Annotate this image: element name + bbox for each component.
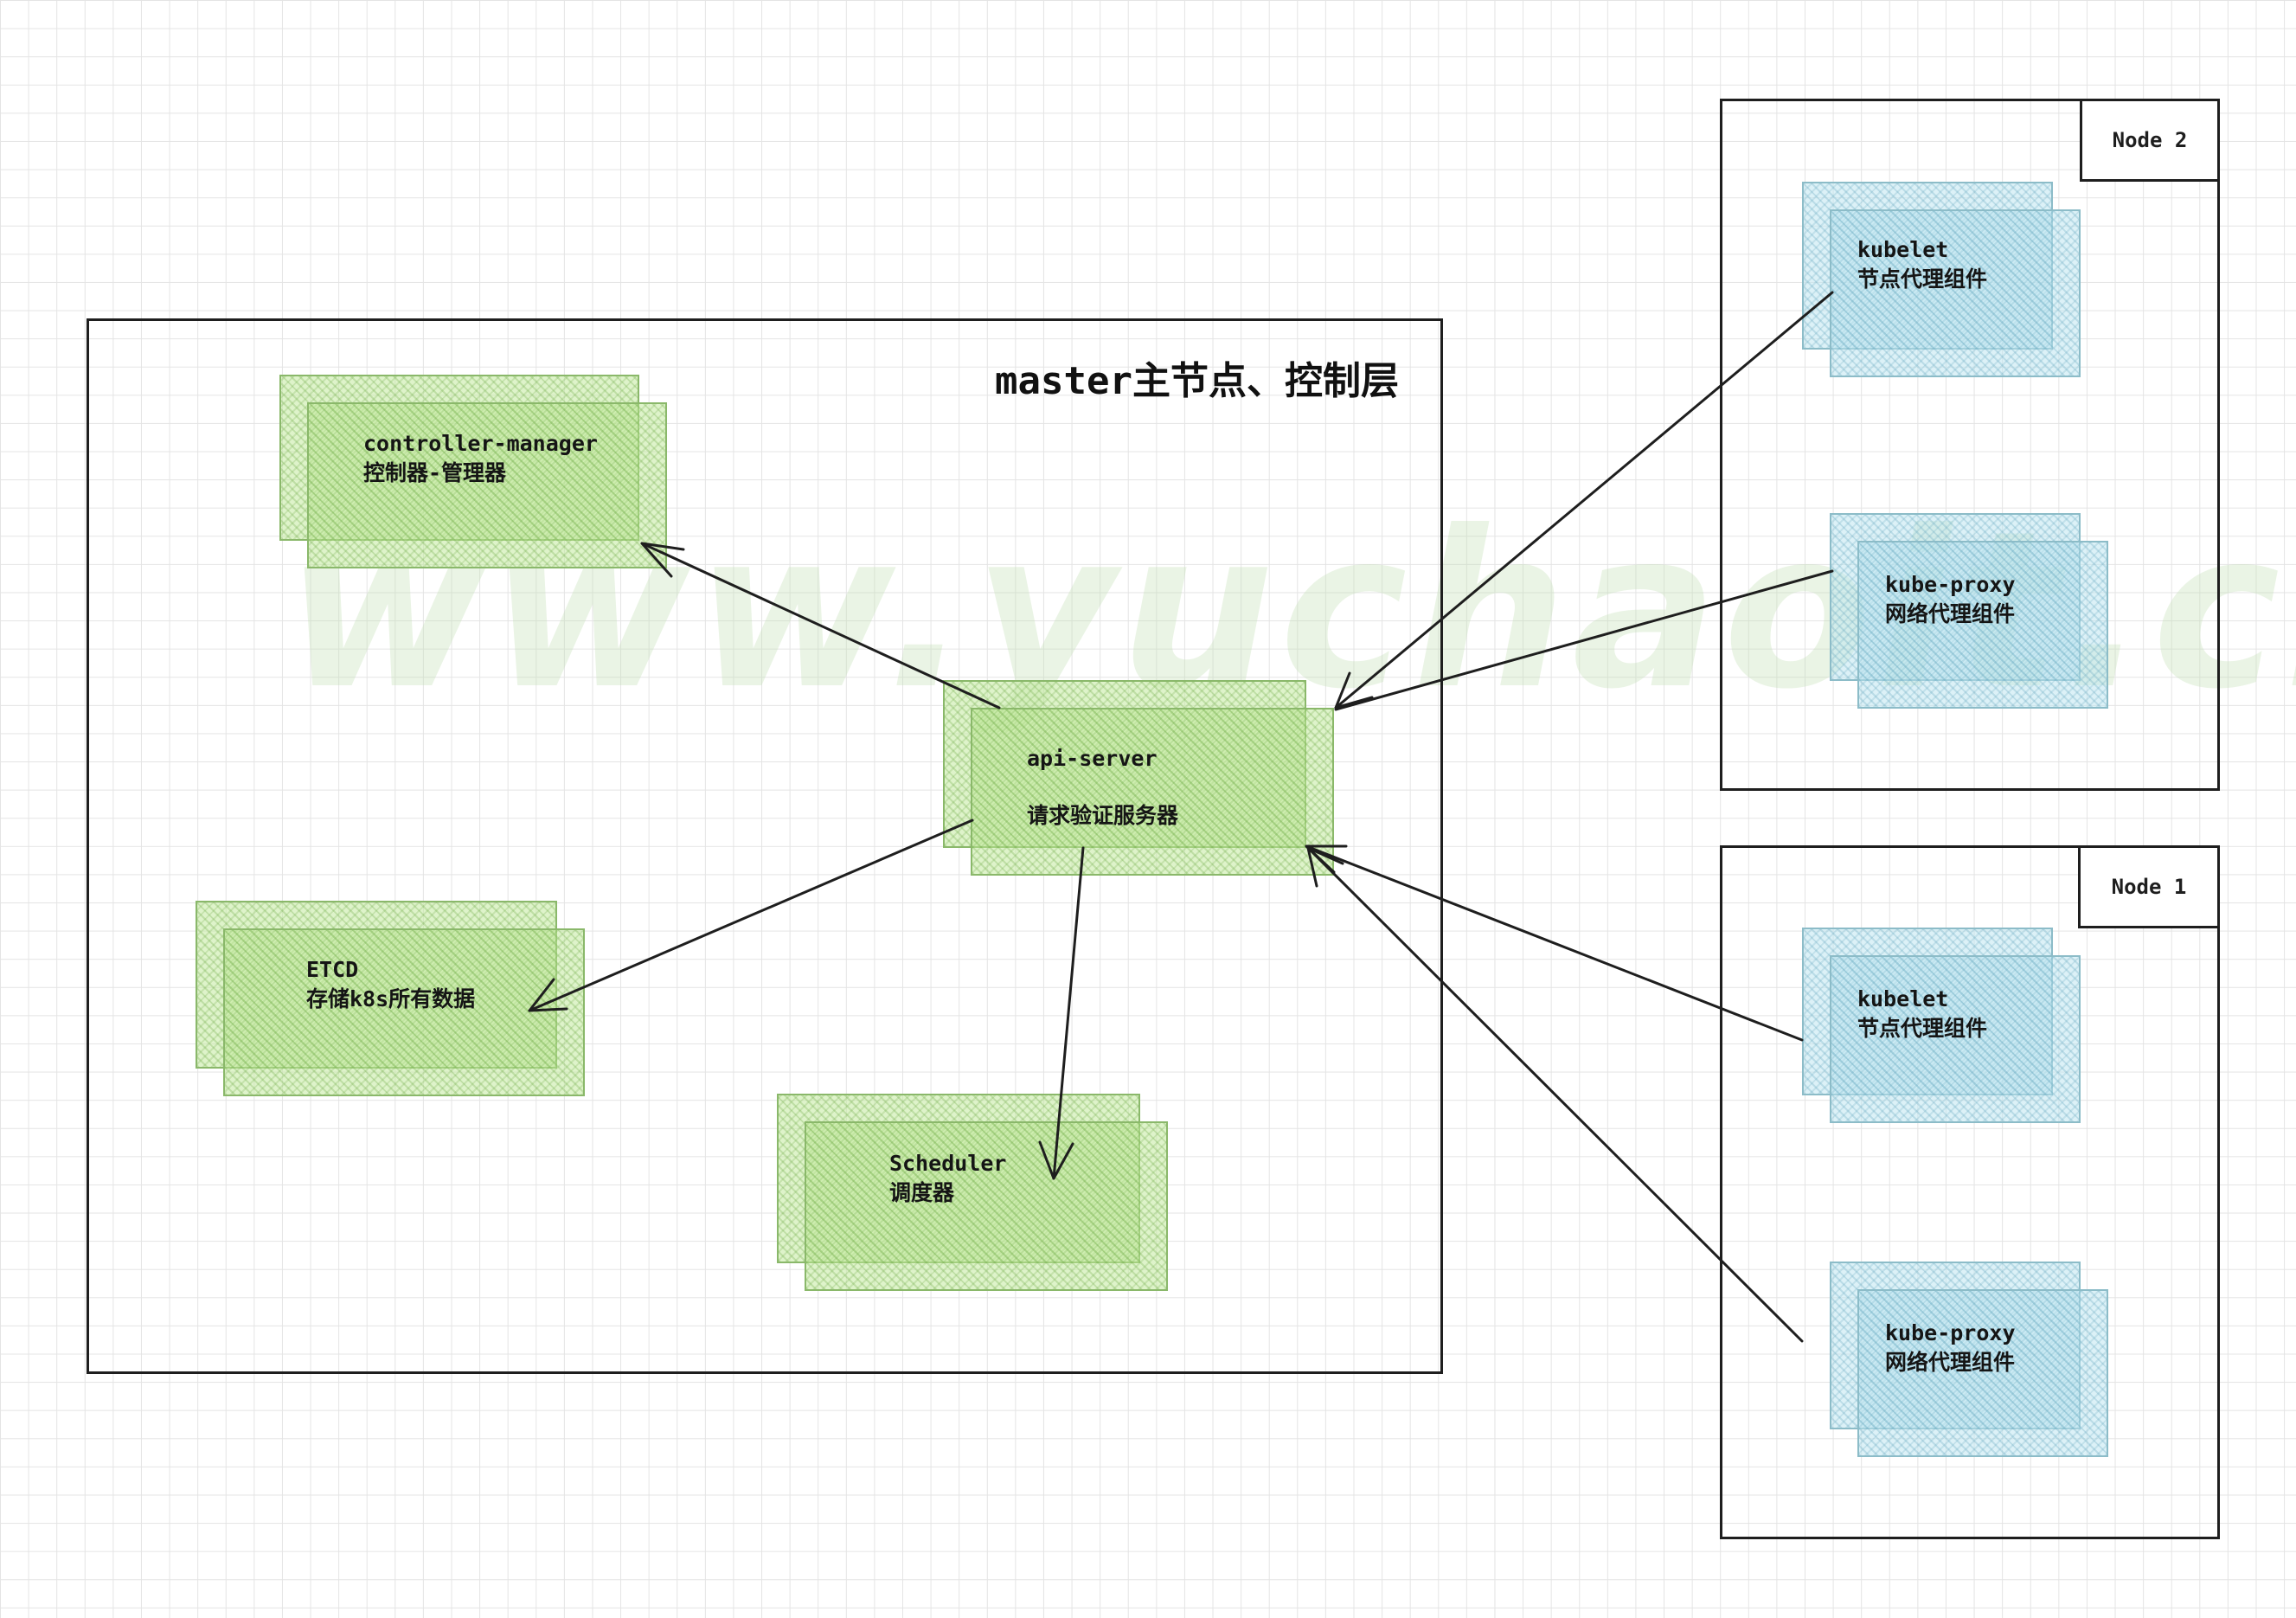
api-server-name: api-server [1027,746,1158,771]
etcd-name: ETCD [306,957,359,982]
arrow-api-to-controller-manager [640,542,1001,709]
arrow-api-to-scheduler [1052,846,1085,1180]
api-server-component[interactable]: api-server 请求验证服务器 [943,680,1334,876]
arrow-api-to-etcd [528,819,974,1012]
etcd-desc: 存储k8s所有数据 [306,986,476,1011]
api-server-desc: 请求验证服务器 [1027,803,1179,828]
arrow-node2-kubelet-to-api [1334,291,1834,709]
arrow-node1-kubelet-to-api [1305,844,1804,1042]
node-2-tag: Node 2 [2080,99,2220,182]
scheduler-component[interactable]: Scheduler 调度器 [777,1094,1168,1291]
controller-manager-desc: 控制器-管理器 [363,460,507,485]
node-2-kubelet-component[interactable]: kubelet 节点代理组件 [1802,182,2081,377]
node-1-kube-proxy-name: kube-proxy [1885,1320,2016,1345]
etcd-component[interactable]: ETCD 存储k8s所有数据 [196,901,585,1096]
scheduler-name: Scheduler [889,1151,1007,1176]
node-1-kube-proxy-component[interactable]: kube-proxy 网络代理组件 [1830,1262,2108,1457]
node-2-kube-proxy-desc: 网络代理组件 [1885,601,2016,626]
node-2-kube-proxy-component[interactable]: kube-proxy 网络代理组件 [1830,513,2108,709]
node-1-kubelet-desc: 节点代理组件 [1857,1016,1988,1041]
node-1-kube-proxy-desc: 网络代理组件 [1885,1350,2016,1375]
arrowhead-node2-kubelet [1334,671,1374,709]
master-title: master主节点、控制层 [995,359,1399,403]
node-2-frame [1720,99,2220,791]
master-frame [87,318,1443,1374]
arrow-node1-kube-proxy-to-api [1306,846,1804,1343]
node-1-kubelet-name: kubelet [1857,986,1949,1011]
arrowhead-node1-kube-proxy [1306,846,1344,888]
arrowhead-etcd [528,978,568,1012]
node-2-kubelet-name: kubelet [1857,237,1949,262]
arrow-node2-kube-proxy-to-api [1334,569,1834,711]
controller-manager-component[interactable]: controller-manager 控制器-管理器 [279,375,667,572]
arrowhead-controller-manager [640,542,685,578]
controller-manager-name: controller-manager [363,431,598,456]
node-1-frame [1720,845,2220,1539]
node-2-kubelet-desc: 节点代理组件 [1857,266,1988,292]
node-1-kubelet-component[interactable]: kubelet 节点代理组件 [1802,928,2081,1123]
node-1-tag: Node 1 [2078,845,2220,928]
node-2-kube-proxy-name: kube-proxy [1885,572,2016,597]
arrowhead-scheduler [1038,1140,1074,1180]
scheduler-desc: 调度器 [889,1180,955,1205]
